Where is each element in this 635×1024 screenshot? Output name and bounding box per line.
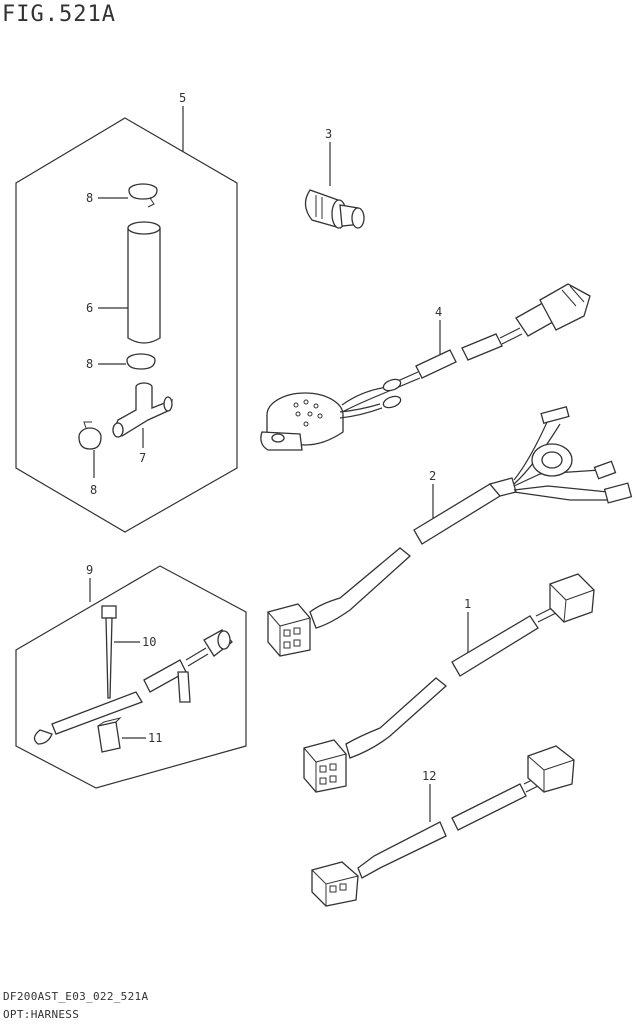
figure-code: DF200AST_E03_022_521A (3, 990, 149, 1003)
callout-10: 10 (142, 635, 156, 649)
harness-1: 1 (303, 573, 595, 793)
clip-11 (97, 717, 122, 753)
callout-4: 4 (435, 305, 442, 319)
kit-5-group: 5 8 6 8 7 (15, 91, 238, 533)
callout-3: 3 (325, 127, 332, 141)
callout-6: 6 (86, 301, 93, 315)
hose-clip-bottom (78, 421, 102, 450)
callout-7: 7 (139, 451, 146, 465)
grommet-3: 3 (304, 127, 365, 229)
hose-clip-top (128, 183, 158, 208)
callout-9: 9 (86, 563, 93, 577)
cable-tie (101, 605, 117, 699)
hose-clip-middle (126, 353, 156, 370)
hose (127, 221, 161, 344)
buzzer-harness-4: 4 (260, 283, 591, 451)
callout-11: 11 (148, 731, 162, 745)
callout-1: 1 (464, 597, 471, 611)
callout-12: 12 (422, 769, 436, 783)
ground-wire (33, 629, 233, 745)
callout-8-middle: 8 (86, 357, 93, 371)
harness-12: 12 (311, 745, 575, 907)
kit-9-group: 9 10 11 (15, 563, 247, 789)
callout-5: 5 (179, 91, 186, 105)
main-harness-2: 2 (267, 406, 633, 657)
figure-title: FIG.521A (2, 2, 116, 27)
figure-name: OPT:HARNESS (3, 1008, 80, 1021)
callout-2: 2 (429, 469, 436, 483)
callout-8-bottom: 8 (90, 483, 97, 497)
callout-8-top: 8 (86, 191, 93, 205)
tee-joint (112, 382, 173, 438)
